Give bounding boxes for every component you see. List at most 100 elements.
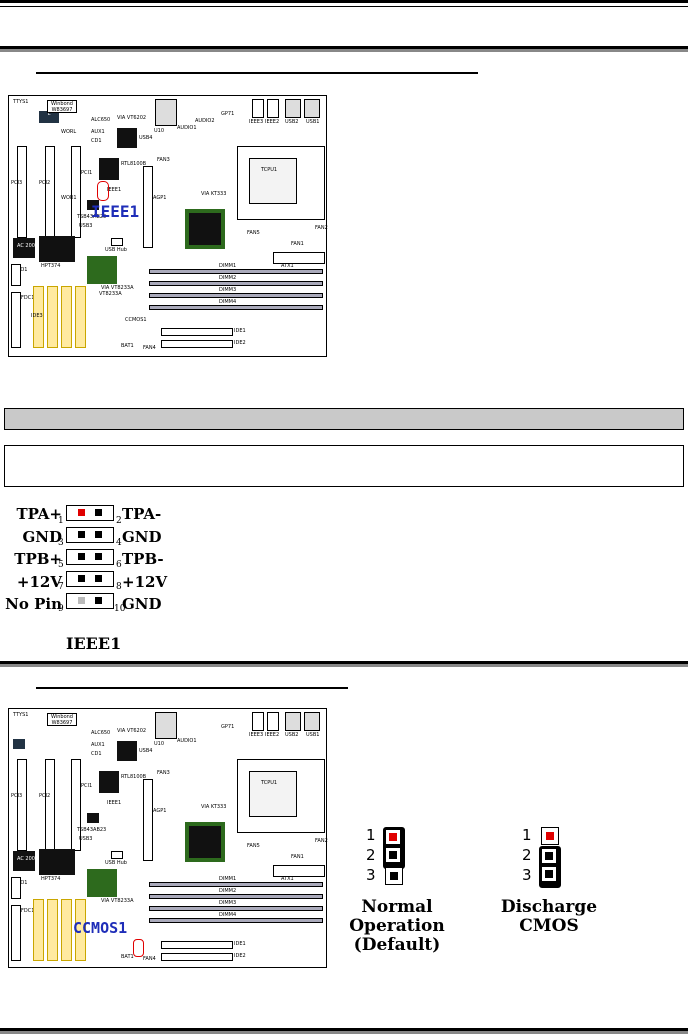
ccmos1-highlight-label: CCMOS1 — [73, 919, 128, 937]
label: PCI1 — [81, 170, 93, 176]
header-row — [66, 593, 114, 609]
header-row — [66, 549, 114, 565]
label: AGP1 — [153, 808, 167, 814]
label: ALC650 — [91, 730, 111, 736]
label: FAN1 — [291, 854, 304, 860]
motherboard-diagram-1: TTYS1 L Winbond W83697 ALC650 AUX1 CD1 V… — [8, 95, 328, 357]
label: TTYS1 — [13, 712, 29, 718]
pin-label-right: GND — [122, 595, 162, 613]
label: FAN5 — [247, 230, 260, 236]
label: AC 2001 — [17, 856, 39, 862]
label: WORL — [61, 129, 77, 135]
label: VIA VT6202 — [117, 115, 147, 121]
label: U10 — [154, 128, 165, 134]
pin-number: 4 — [116, 538, 122, 548]
label: AUDIO1 — [177, 738, 197, 744]
label: TSB43AB23 — [77, 214, 107, 220]
ccmos1-location-marker — [133, 939, 144, 957]
label: DIMM4 — [219, 912, 237, 918]
pin-label-right: +12V — [122, 573, 168, 591]
label: U10 — [154, 741, 165, 747]
jumper-pin-1 — [546, 832, 554, 840]
label: DIMM3 — [219, 900, 237, 906]
pin-number: 8 — [116, 582, 122, 592]
jumper-pin-number: 3 — [366, 866, 376, 884]
label: FDC1 — [21, 295, 35, 301]
label: USB1 — [306, 119, 320, 125]
header-row — [66, 571, 114, 587]
pin-number: 7 — [58, 582, 64, 592]
label: VIA VT8233A — [101, 898, 134, 904]
pin-number: 9 — [58, 604, 64, 614]
label: BAT1 — [121, 954, 134, 960]
label: USB2 — [285, 119, 299, 125]
pin-number: 3 — [58, 538, 64, 548]
pin-label-right: TPA- — [122, 505, 162, 523]
label: BAT1 — [121, 343, 134, 349]
label: IEEE2 — [265, 119, 280, 125]
label: HPT374 — [41, 876, 61, 882]
bottom-rule — [0, 1028, 688, 1031]
label: ATX1 — [281, 263, 294, 269]
label: TTYS1 — [13, 99, 29, 105]
jumper-pin-number: 1 — [366, 826, 376, 844]
pin-label-right: GND — [122, 528, 162, 546]
jumper-pin-number: 3 — [522, 866, 532, 884]
label: FAN5 — [247, 843, 260, 849]
label: FAN3 — [157, 770, 170, 776]
label: TCPU1 — [261, 167, 278, 173]
label: USB3 — [79, 836, 93, 842]
label: IDE1 — [234, 328, 246, 334]
header-row — [66, 527, 114, 543]
label: VIA VT8233A — [101, 285, 134, 291]
jumper-pin-number: 1 — [522, 826, 532, 844]
header-row — [66, 505, 114, 521]
label: FAN2 — [315, 838, 328, 844]
label: IDE2 — [234, 953, 246, 959]
label: USB Hub — [105, 860, 127, 866]
ieee1-location-marker — [97, 181, 109, 201]
jumper-label-line: Normal — [361, 897, 433, 917]
pin-number: 10 — [114, 604, 126, 614]
label: PCI3 — [11, 793, 23, 799]
pin-number: 2 — [116, 516, 122, 526]
label: IEEE1 — [107, 187, 122, 193]
pin-number: 5 — [58, 560, 64, 570]
label: DIMM4 — [219, 299, 237, 305]
label: AGP1 — [153, 195, 167, 201]
label: IDE1 — [234, 941, 246, 947]
label: AUX1 — [91, 742, 105, 748]
label: USB Hub — [105, 247, 127, 253]
label: VIA VT6202 — [117, 728, 147, 734]
description-box — [4, 445, 684, 487]
label: HPT374 — [41, 263, 61, 269]
pin-label-left: No Pin — [5, 595, 62, 613]
label: RTL8100B — [121, 161, 147, 167]
label: FAN1 — [291, 241, 304, 247]
label: DIMM1 — [219, 876, 237, 882]
label: IEEE2 — [265, 732, 280, 738]
pin-label-right: TPB- — [122, 550, 164, 568]
label: AC 2001 — [17, 243, 39, 249]
label: FAN4 — [143, 345, 156, 351]
pin-number: 1 — [58, 516, 64, 526]
pin-label-left: +12V — [16, 573, 62, 591]
label: DIMM2 — [219, 888, 237, 894]
label: DIMM2 — [219, 275, 237, 281]
label: ATX1 — [281, 876, 294, 882]
ieee1-highlight-label: IEEE1 — [91, 202, 140, 221]
label: DIMM3 — [219, 287, 237, 293]
label: IEEE1 — [107, 800, 122, 806]
label: PCI2 — [39, 180, 51, 186]
label: FAN4 — [143, 956, 156, 962]
top-rule-thin — [0, 6, 688, 7]
label: VT8233A — [99, 291, 122, 297]
label: PCI1 — [81, 783, 93, 789]
label: VIA KT333 — [201, 804, 227, 810]
pin-label-left: TPA+ — [16, 505, 62, 523]
label: USB2 — [285, 732, 299, 738]
jumper-pin-1 — [389, 833, 397, 841]
pin-label-left: TPB+ — [14, 550, 62, 568]
ieee1-caption: IEEE1 — [66, 634, 122, 653]
label: GP71 — [221, 724, 235, 730]
